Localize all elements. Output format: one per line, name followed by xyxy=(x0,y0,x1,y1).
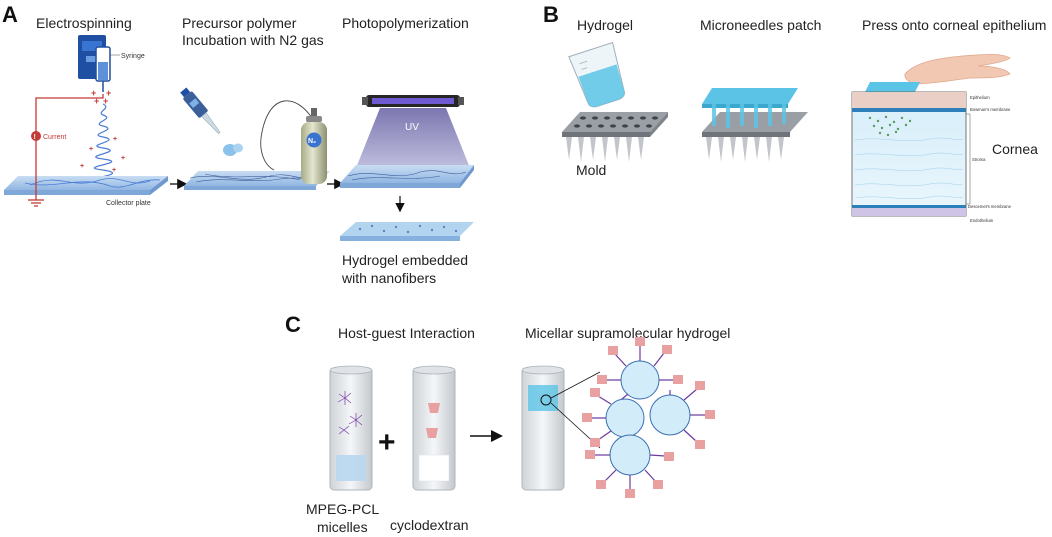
hydrogel-tube xyxy=(521,365,601,491)
host-guest-title: Host-guest Interaction xyxy=(338,325,475,341)
current-source-mark: ! xyxy=(34,134,36,141)
mpeg-label-line2: micelles xyxy=(317,519,368,535)
svg-text:+: + xyxy=(80,163,84,170)
n2-symbol: N₂ xyxy=(308,138,316,145)
cyclodextran-label: cyclodextran xyxy=(390,517,469,533)
fiber-spiral xyxy=(93,103,113,183)
result-line1: Hydrogel embedded xyxy=(342,252,468,268)
micelle-4 xyxy=(585,434,674,498)
spiral-charges: + + + + + xyxy=(80,136,125,174)
svg-text:+: + xyxy=(106,88,111,98)
epithelium-label: Epithelium xyxy=(970,95,990,100)
svg-text:+: + xyxy=(94,96,99,106)
plus-sign: + xyxy=(378,426,396,459)
uv-lamp-icon xyxy=(362,95,464,107)
micelle-network xyxy=(582,337,715,498)
stroma-label: Stroma xyxy=(972,157,986,162)
collector-plate-label: Collector plate xyxy=(106,200,151,207)
svg-text:+: + xyxy=(113,136,117,143)
descemets-label: Descemet's membrane xyxy=(968,204,1012,209)
bowmans-label: Bowman's membrane xyxy=(970,107,1011,112)
irradiated-mat xyxy=(340,165,474,188)
beaker-icon xyxy=(568,41,625,108)
micellar-title: Micellar supramolecular hydrogel xyxy=(525,325,730,341)
svg-text:+: + xyxy=(89,146,93,153)
svg-text:+: + xyxy=(112,167,116,174)
mold-icon xyxy=(562,112,668,162)
svg-text:+: + xyxy=(91,88,96,98)
current-label: Current xyxy=(43,134,66,141)
electrospinning-title: Electrospinning xyxy=(36,15,132,31)
mpeg-label-line1: MPEG-PCL xyxy=(306,501,379,517)
svg-text:+: + xyxy=(121,155,125,162)
cornea-label: Cornea xyxy=(992,141,1038,157)
micelle-1 xyxy=(597,337,683,405)
panel-b-letter: B xyxy=(543,2,559,27)
microneedles-title: Microneedles patch xyxy=(700,17,821,33)
micelle-2 xyxy=(582,388,645,447)
microneedle-patch-icon xyxy=(702,88,808,162)
uv-label: UV xyxy=(405,122,419,133)
photopolymerization-title: Photopolymerization xyxy=(342,15,469,31)
nanofiber-mat xyxy=(184,171,330,190)
syringe-pump-icon xyxy=(78,35,111,92)
current-source-icon xyxy=(31,131,41,141)
mold-label: Mold xyxy=(576,162,606,178)
droplet-2 xyxy=(233,143,243,153)
micelle-tube xyxy=(329,365,373,491)
precursor-title-line1: Precursor polymer xyxy=(182,15,297,31)
press-title: Press onto corneal epithelium xyxy=(862,17,1046,33)
cornea-cross-section xyxy=(851,91,971,217)
panel-a-letter: A xyxy=(2,2,18,27)
uv-light-cone xyxy=(356,108,470,168)
svg-text:+: + xyxy=(103,96,108,106)
n2-gas-cylinder xyxy=(260,100,327,184)
hydrogel-title: Hydrogel xyxy=(577,17,633,33)
charge-symbols: ++ ++ xyxy=(91,88,111,106)
hand-icon xyxy=(904,53,1011,85)
micelle-3 xyxy=(649,381,715,449)
endothelium-label: Endothelium xyxy=(970,218,994,223)
pipette-icon xyxy=(180,87,221,134)
hydrogel-sheet xyxy=(340,222,474,241)
cyclodextran-tube xyxy=(412,365,456,491)
current-circuit xyxy=(28,94,104,207)
collector-plate xyxy=(4,176,168,195)
panel-c-letter: C xyxy=(285,312,301,337)
syringe-label: Syringe xyxy=(121,53,145,60)
precursor-title-line2: Incubation with N2 gas xyxy=(182,32,324,48)
result-line2: with nanofibers xyxy=(341,270,436,286)
